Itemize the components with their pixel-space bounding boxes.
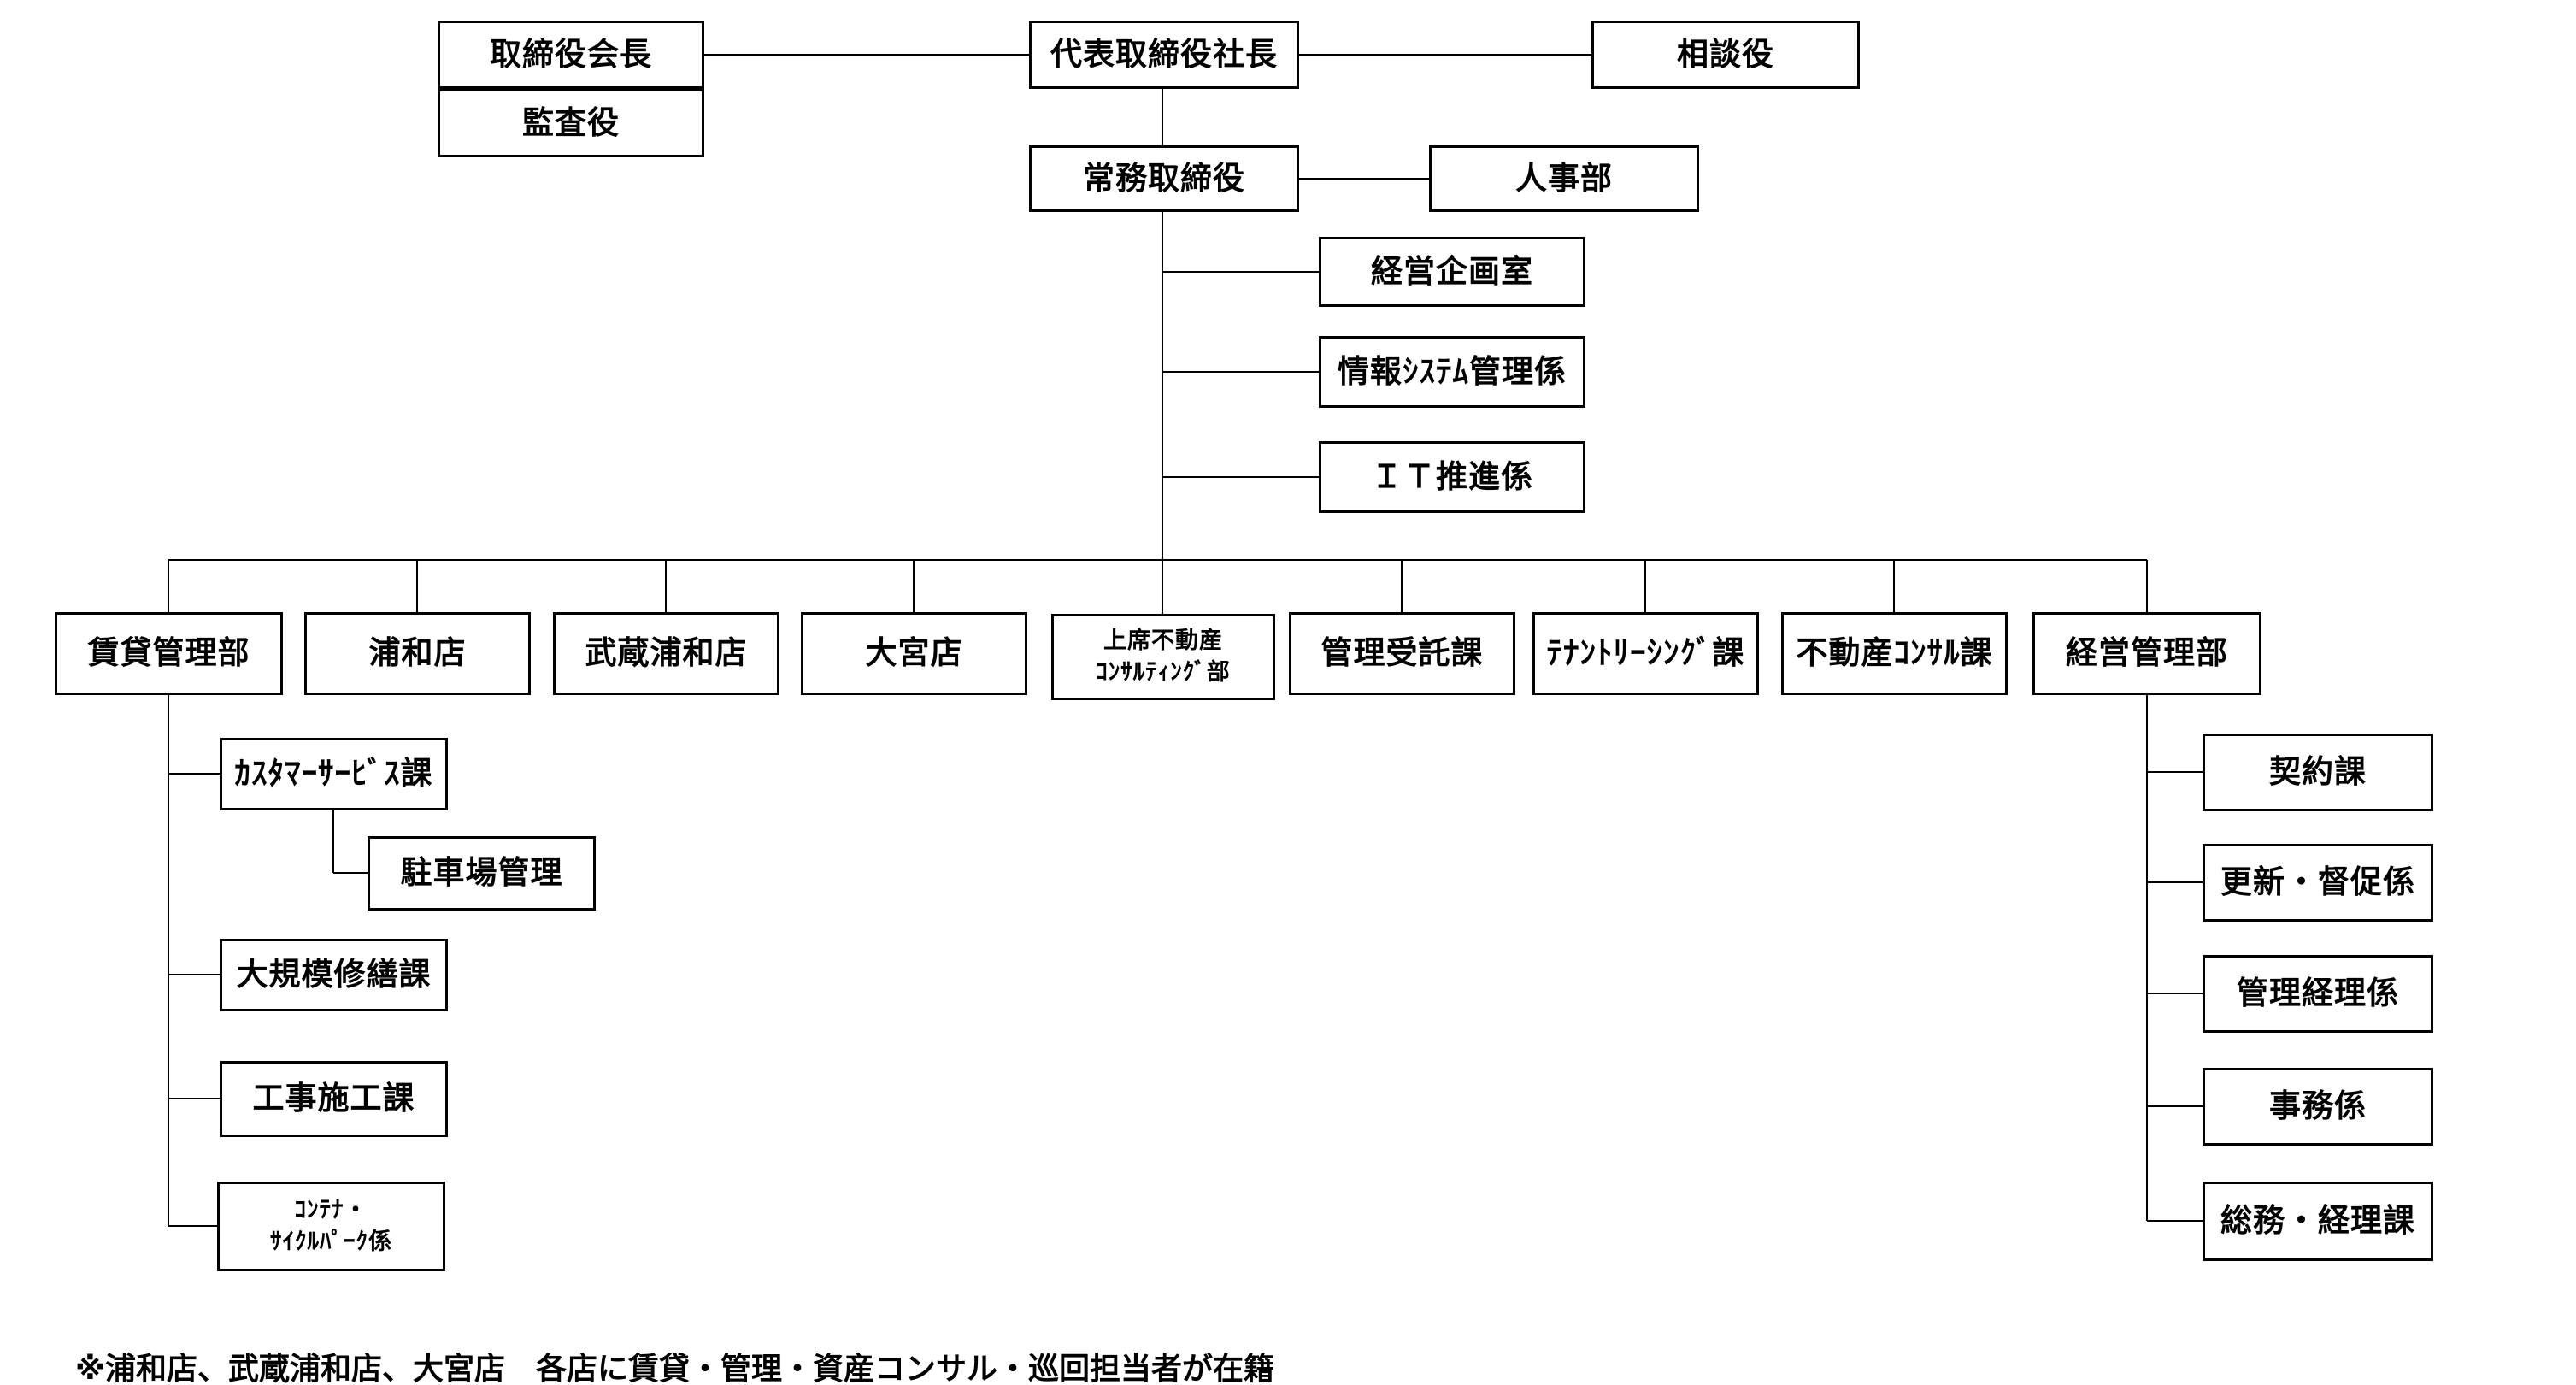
org-box-president: 代表取締役社長 — [1029, 21, 1299, 89]
connector-line — [913, 560, 915, 612]
org-box-musashi-urawa-store: 武蔵浦和店 — [553, 612, 779, 695]
org-box-renewal-reminder-sec: 更新・督促係 — [2203, 844, 2433, 922]
org-box-admin-affairs-sec: 事務係 — [2203, 1068, 2433, 1146]
connector-line — [1162, 560, 1163, 614]
connector-line — [704, 54, 1029, 56]
org-box-parking-mgmt: 駐車場管理 — [368, 836, 596, 911]
connector-line — [2146, 695, 2148, 1221]
connector-line — [1299, 54, 1591, 56]
connector-line — [168, 1225, 217, 1227]
org-box-senior-re-consulting-dept: 上席不動産 ｺﾝｻﾙﾃｨﾝｸﾞ部 — [1051, 614, 1275, 700]
connector-line — [168, 695, 169, 1226]
org-box-corporate-planning-office: 経営企画室 — [1319, 237, 1585, 307]
connector-line — [1162, 212, 1163, 560]
org-box-tenant-leasing-sec: ﾃﾅﾝﾄﾘｰｼﾝｸﾞ課 — [1532, 612, 1759, 695]
connector-line — [1162, 476, 1319, 478]
org-box-re-consulting-sec: 不動産ｺﾝｻﾙ課 — [1781, 612, 2008, 695]
org-box-customer-service-sec: ｶｽﾀﾏｰｻｰﾋﾞｽ課 — [220, 738, 448, 810]
org-box-urawa-store: 浦和店 — [304, 612, 531, 695]
connector-line — [2146, 560, 2148, 612]
org-box-business-admin-dept: 経営管理部 — [2032, 612, 2261, 695]
connector-line — [168, 559, 2147, 561]
org-box-container-cyclepark-sec: ｺﾝﾃﾅ・ ｻｲｸﾙﾊﾟｰｸ係 — [217, 1182, 445, 1271]
connector-line — [168, 560, 169, 612]
connector-line — [168, 1098, 220, 1099]
connector-line — [2147, 993, 2203, 994]
connector-line — [1644, 560, 1646, 612]
org-box-general-affairs-acct-sec: 総務・経理課 — [2203, 1182, 2433, 1261]
org-box-it-promotion: ＩＴ推進係 — [1319, 441, 1585, 513]
connector-line — [332, 810, 334, 873]
connector-line — [1401, 560, 1403, 612]
connector-line — [333, 872, 368, 874]
org-box-mgmt-accounting-sec: 管理経理係 — [2203, 955, 2433, 1033]
connector-line — [416, 560, 418, 612]
org-box-rental-mgmt-dept: 賃貸管理部 — [55, 612, 283, 695]
connector-line — [2147, 1105, 2203, 1107]
org-box-auditor: 監査役 — [438, 89, 704, 157]
connector-line — [1162, 371, 1319, 373]
connector-line — [1893, 560, 1895, 612]
org-box-advisor: 相談役 — [1591, 21, 1860, 89]
connector-line — [2147, 771, 2203, 773]
org-box-hr-dept: 人事部 — [1429, 145, 1699, 212]
org-box-info-system-mgmt: 情報ｼｽﾃﾑ管理係 — [1319, 336, 1585, 408]
org-box-large-scale-repair-sec: 大規模修繕課 — [220, 939, 448, 1011]
connector-line — [2147, 1220, 2203, 1222]
org-box-mgmt-entrustment-sec: 管理受託課 — [1289, 612, 1515, 695]
connector-line — [1162, 271, 1319, 273]
connector-line — [1299, 178, 1429, 180]
org-box-contract-sec: 契約課 — [2203, 734, 2433, 811]
footnote: ※浦和店、武蔵浦和店、大宮店 各店に賃貸・管理・資産コンサル・巡回担当者が在籍 — [75, 1352, 1274, 1385]
connector-line — [665, 560, 667, 612]
connector-line — [2147, 881, 2203, 883]
org-box-omiya-store: 大宮店 — [801, 612, 1027, 695]
connector-line — [1162, 89, 1163, 145]
org-box-managing-director: 常務取締役 — [1029, 145, 1299, 212]
connector-line — [168, 974, 220, 975]
org-box-chairman: 取締役会長 — [438, 21, 704, 89]
connector-line — [168, 773, 220, 775]
org-box-construction-work-sec: 工事施工課 — [220, 1061, 448, 1137]
